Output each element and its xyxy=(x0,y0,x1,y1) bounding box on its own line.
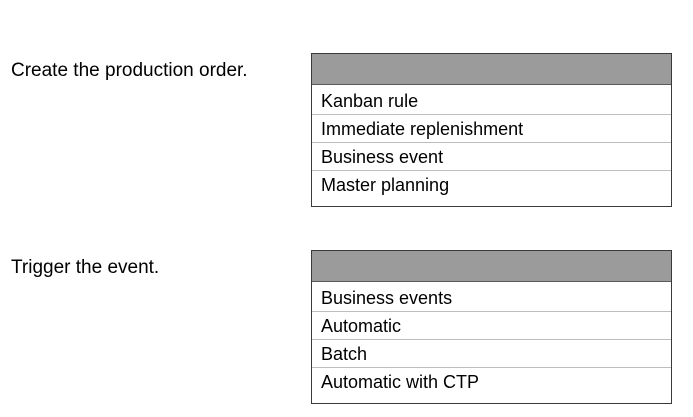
dropdown-1-option-kanban-rule[interactable]: Kanban rule xyxy=(312,87,671,115)
dropdown-1-option-business-event[interactable]: Business event xyxy=(312,143,671,171)
dropdown-2-option-business-events[interactable]: Business events xyxy=(312,284,671,312)
dropdown-1-option-master-planning[interactable]: Master planning xyxy=(321,175,450,195)
dropdown-2-option-list: Business events Automatic Batch Automati… xyxy=(312,282,671,396)
dropdown-2-selected-area[interactable] xyxy=(312,251,671,282)
answer-dropdown-2[interactable]: Business events Automatic Batch Automati… xyxy=(311,250,672,404)
question-1-prompt: Create the production order. xyxy=(11,60,248,81)
dropdown-1-option-list: Kanban rule Immediate replenishment Busi… xyxy=(312,85,671,199)
dropdown-2-option-batch[interactable]: Batch xyxy=(312,340,671,368)
dropdown-1-option-immediate-replenishment[interactable]: Immediate replenishment xyxy=(312,115,671,143)
answer-dropdown-1[interactable]: Kanban rule Immediate replenishment Busi… xyxy=(311,53,672,207)
dropdown-2-option-automatic[interactable]: Automatic xyxy=(312,312,671,340)
dropdown-2-option-automatic-with-ctp[interactable]: Automatic with CTP xyxy=(321,372,480,392)
question-2-prompt: Trigger the event. xyxy=(11,257,160,278)
dropdown-1-selected-area[interactable] xyxy=(312,54,671,85)
